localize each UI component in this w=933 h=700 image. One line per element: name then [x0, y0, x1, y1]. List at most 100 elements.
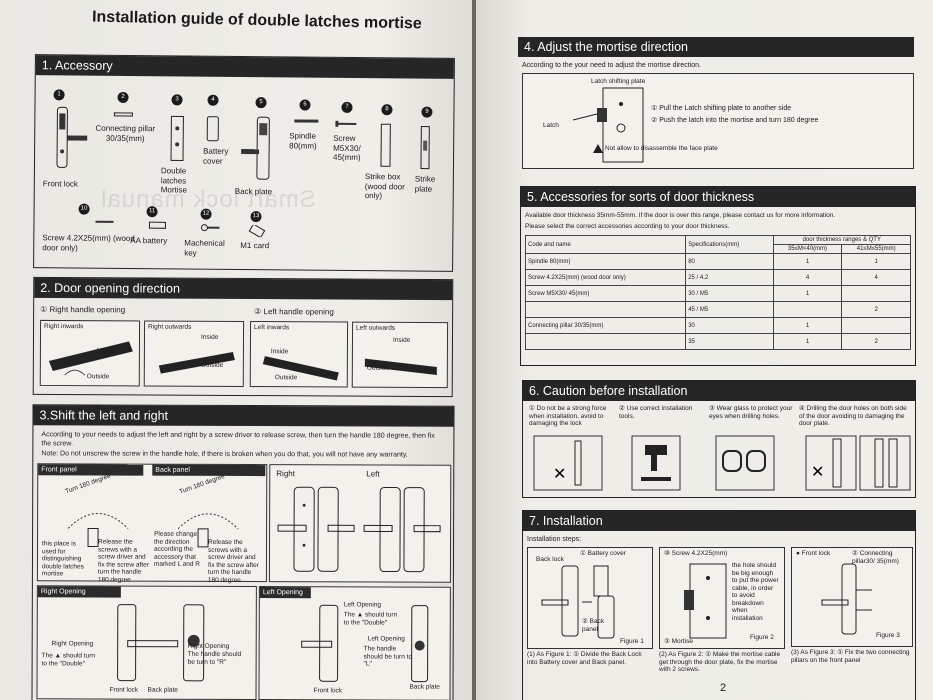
section-door-thickness: 5. Accessories for sorts of door thickne…	[520, 186, 916, 366]
figure-2: ⑩ Screw 4.2X25(mm) the hole should be bi…	[659, 547, 785, 649]
section-installation: 7. Installation Installation steps: Back…	[522, 510, 916, 700]
item-number: 8	[381, 104, 393, 116]
intro-text: According to the your need to adjust the…	[522, 62, 701, 69]
item-number: 13	[250, 211, 262, 223]
spindle-icon	[294, 119, 319, 123]
right-handle-label: ① Right handle opening	[40, 304, 126, 315]
glasses-icon	[715, 435, 775, 491]
item-number: 1	[53, 89, 65, 101]
battery-cover-icon	[206, 116, 219, 142]
handle-rotate-diagram	[67, 513, 129, 547]
item-label: Back plate	[234, 186, 273, 197]
item-label: Machenical key	[184, 238, 225, 258]
back-plate-icon	[241, 116, 270, 180]
figure-1: Back lock ① Battery cover ② Back panel F…	[527, 547, 653, 649]
caution-item: ③ Wear glass to protect your eyes when d…	[709, 405, 793, 420]
item-label: Strike box (wood door only)	[364, 172, 405, 201]
section-header: 2. Door opening direction	[34, 277, 453, 301]
caution-item: ② Use correct installation tools.	[619, 405, 693, 420]
strike-box-icon	[380, 123, 391, 167]
door-diagram	[48, 341, 133, 376]
strike-plate-icon	[420, 126, 430, 170]
handle-rotate-diagram	[177, 513, 239, 548]
caution-item: ① Do not be a strong force when installa…	[529, 405, 607, 427]
item-label: Screw M5X30/ 45(mm)	[333, 133, 361, 163]
item-number: 12	[200, 208, 212, 220]
lock-right-icon	[277, 486, 355, 572]
svg-text:✕: ✕	[553, 466, 566, 483]
table-row: Screw 4.2X25(mm) (wood door only)25 / 4.…	[524, 269, 911, 286]
section-caution: 6. Caution before installation ① Do not …	[522, 380, 916, 498]
intro-text: According to your needs to adjust the le…	[41, 431, 435, 447]
item-label: AA battery	[130, 236, 168, 246]
mortise-icon	[170, 115, 184, 161]
page-title: Installation guide of double latches mor…	[91, 8, 422, 33]
front-lock-icon	[56, 106, 88, 168]
right-left-diagram: Right Left	[268, 464, 452, 583]
item-number: 6	[299, 99, 311, 111]
lock-left-icon	[363, 486, 441, 573]
mortise-diagram: Latch shifting plate Latch ① Pull the La…	[522, 73, 914, 169]
item-number: 9	[421, 106, 433, 118]
card-icon	[248, 225, 266, 238]
section-header: 6. Caution before installation	[523, 381, 915, 401]
door-diagram	[158, 351, 235, 374]
left-opening-panel: Left Opening Left Opening The ▲ should t…	[258, 586, 451, 700]
door-diagram	[262, 356, 339, 381]
left-page: Installation guide of double latches mor…	[0, 0, 472, 700]
tools-icon	[631, 435, 681, 491]
front-lock-install-diagram	[821, 563, 872, 635]
section-header: 1. Accessory	[35, 55, 454, 79]
key-icon	[200, 224, 220, 232]
item-label: Spindle 80(mm)	[289, 131, 317, 151]
intro-text-2: Please select the correct accessories ac…	[525, 223, 730, 230]
screw-icon	[95, 220, 114, 223]
item-label: Front lock	[42, 179, 78, 189]
figure-3: ● Front lock ② Connecting pillar30/ 35(m…	[791, 547, 913, 647]
steps-label: Installation steps:	[527, 536, 582, 543]
section-header: 3.Shift the left and right	[33, 405, 454, 427]
section-header: 5. Accessories for sorts of door thickne…	[521, 187, 915, 207]
section-shift: 3.Shift the left and right According to …	[31, 404, 455, 700]
door-panel: Right inwards Inside Outside	[39, 319, 141, 387]
right-opening-diagram	[117, 604, 205, 682]
item-number: 5	[255, 97, 267, 109]
figure-3-caption: (3) As Figure 3: ① Fix the two connectin…	[791, 649, 910, 664]
item-number: 11	[146, 206, 158, 218]
item-label: Strike plate	[414, 174, 436, 194]
mortise-install-diagram	[684, 563, 727, 639]
left-opening-diagram	[301, 604, 429, 683]
intro-text: Available door thickness 35mm-55mm. If t…	[525, 212, 836, 219]
section-accessory: 1. Accessory 1 Front lock 2 Connecting p…	[33, 54, 455, 272]
section-door-direction: 2. Door opening direction ① Right handle…	[32, 276, 454, 398]
drilling-icon: ✕	[805, 435, 911, 491]
item-number: 4	[207, 94, 219, 106]
screw-icon	[335, 120, 357, 127]
section-header: 4. Adjust the mortise direction	[518, 37, 914, 57]
note-text: Note: Do not unscrew the screw in the ha…	[41, 450, 408, 459]
pillar-icon	[113, 112, 133, 117]
figure-1-caption: (1) As Figure 1: ① Divide the Back Lock …	[527, 651, 642, 666]
item-number: 2	[117, 91, 129, 103]
force-icon: ✕	[533, 435, 603, 491]
item-label: M1 card	[240, 240, 270, 251]
caution-item: ④ Drilling the door holes on both side o…	[799, 405, 907, 427]
door-diagram	[364, 358, 437, 376]
handle-panel-diagram: Front panel Back panel Turn 180 degree T…	[36, 463, 268, 583]
door-panel: Left inwards Inside Outside	[249, 321, 349, 388]
mortise-plate-icon	[572, 87, 644, 163]
figure-2-caption: (2) As Figure 2: ① Make the mortise cabl…	[659, 651, 781, 673]
section-mortise-direction: 4. Adjust the mortise direction Accordin…	[518, 37, 914, 175]
back-lock-diagram	[541, 565, 615, 639]
svg-text:✕: ✕	[811, 464, 824, 481]
door-panel: Right outwards Inside Outside	[143, 320, 245, 388]
item-number: 10	[78, 203, 90, 215]
battery-icon	[148, 221, 166, 229]
right-opening-panel: Right Opening Right Opening The ▲ should…	[36, 585, 257, 700]
item-label: Battery cover	[202, 146, 229, 166]
